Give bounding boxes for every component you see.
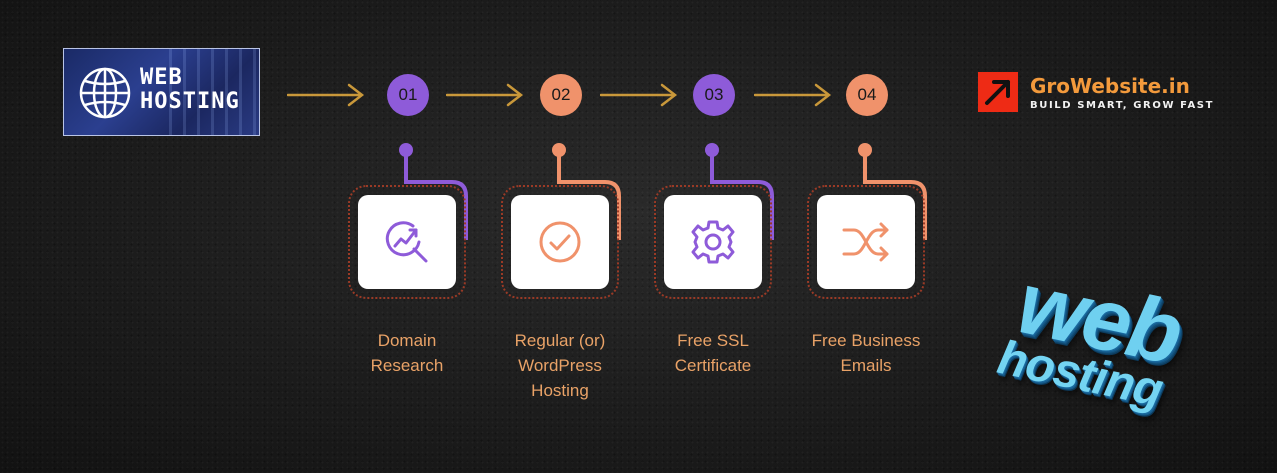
step-number-3: 03 xyxy=(693,74,735,116)
arrow-right-icon xyxy=(754,83,832,107)
badge-title-line-1: WEB xyxy=(140,65,183,90)
growth-arrow-icon xyxy=(978,72,1018,112)
step-label-3: Free SSL Certificate xyxy=(674,331,752,375)
badge-title-line-2: HOSTING xyxy=(140,89,240,114)
search-trend-icon xyxy=(385,221,428,263)
step-number-4: 04 xyxy=(846,74,888,116)
web-hosting-badge: WEB HOSTING xyxy=(63,48,260,136)
step-connector xyxy=(858,143,927,240)
step-connector xyxy=(399,143,468,240)
step-card-3 xyxy=(654,185,772,299)
step-label-2: Regular (or) WordPress Hosting xyxy=(514,331,606,400)
arrow-right-icon xyxy=(446,83,524,107)
check-circle-icon xyxy=(539,221,581,263)
arrow-right-icon xyxy=(600,83,678,107)
globe-icon xyxy=(79,67,131,119)
brand-tagline: BUILD SMART, GROW FAST xyxy=(1030,100,1215,111)
step-card-2 xyxy=(501,185,619,299)
step-label-1: Domain Research xyxy=(370,331,444,375)
step-connector xyxy=(705,143,774,240)
step-number-2: 02 xyxy=(540,74,582,116)
step-connector xyxy=(552,143,621,240)
arrow-right-icon xyxy=(287,83,365,107)
shuffle-icon xyxy=(842,222,889,262)
brand-name: GroWebsite.in xyxy=(1030,74,1190,98)
gear-icon xyxy=(691,220,735,264)
server-rack-graphic xyxy=(169,49,259,135)
step-number-1: 01 xyxy=(387,74,429,116)
step-label-4: Free Business Emails xyxy=(811,331,921,375)
step-card-4 xyxy=(807,185,925,299)
step-card-1 xyxy=(348,185,466,299)
